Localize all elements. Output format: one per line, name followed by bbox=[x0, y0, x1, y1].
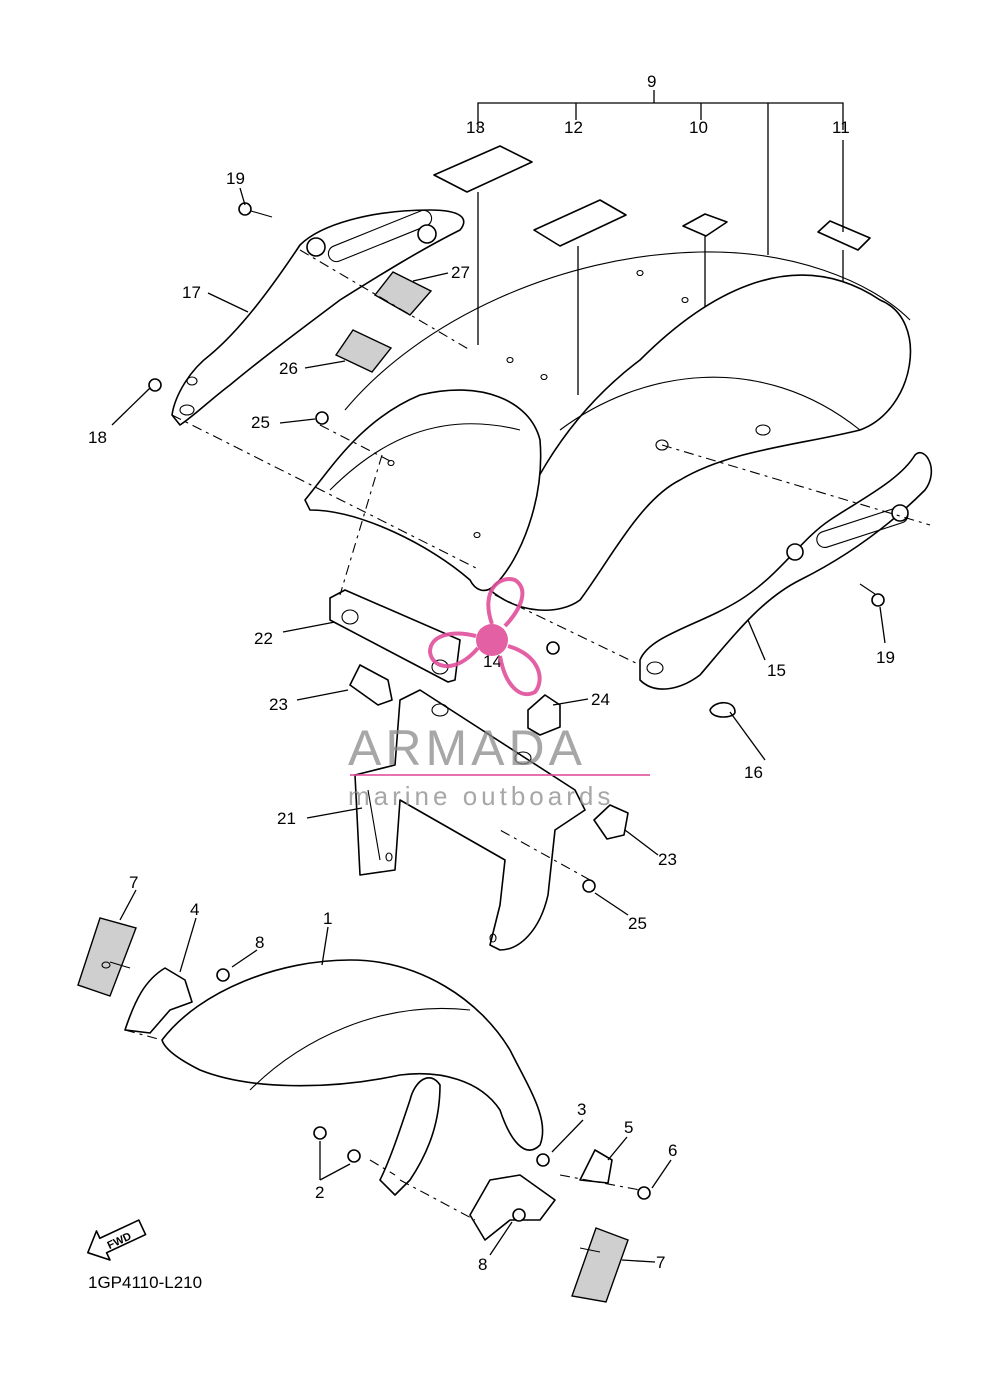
callout-23: 23 bbox=[269, 695, 288, 714]
decals bbox=[334, 140, 871, 395]
fwd-arrow: FWD bbox=[87, 1219, 147, 1261]
callout-16: 16 bbox=[744, 763, 763, 782]
side-stay-15 bbox=[639, 452, 933, 690]
callout-labels: 9 13 12 10 11 19 17 27 26 25 18 22 14 15… bbox=[88, 72, 895, 1274]
callout-1: 1 bbox=[323, 909, 332, 928]
bracket-20 bbox=[354, 689, 586, 951]
callout-11: 11 bbox=[832, 118, 850, 137]
callout-10: 10 bbox=[689, 118, 708, 137]
callout-14: 14 bbox=[483, 652, 502, 671]
callout-22: 23 bbox=[658, 850, 677, 869]
callout-25-top: 25 bbox=[251, 413, 270, 432]
fasteners bbox=[148, 202, 885, 893]
front-brackets bbox=[124, 967, 651, 1241]
rear-fender bbox=[344, 251, 912, 612]
callout-8-bottom: 8 bbox=[478, 1255, 487, 1274]
callout-12: 12 bbox=[564, 118, 583, 137]
callout-19-right: 19 bbox=[876, 648, 895, 667]
decal-12 bbox=[533, 199, 627, 247]
callout-3: 3 bbox=[577, 1100, 586, 1119]
callout-27: 27 bbox=[451, 263, 470, 282]
callout-21: 22 bbox=[254, 629, 273, 648]
side-stay-17 bbox=[171, 209, 465, 426]
callout-26: 26 bbox=[279, 359, 298, 378]
watermark-brand: ARMADA bbox=[348, 720, 586, 776]
decal-13 bbox=[433, 145, 533, 193]
callout-8-top: 8 bbox=[255, 933, 264, 952]
callout-4: 4 bbox=[190, 900, 199, 919]
callout-5: 5 bbox=[624, 1118, 633, 1137]
callout-13: 13 bbox=[466, 118, 485, 137]
dampers bbox=[349, 664, 629, 840]
decal-10 bbox=[682, 213, 728, 237]
callout-18: 18 bbox=[88, 428, 107, 447]
callout-25-bottom: 25 bbox=[628, 914, 647, 933]
callout-15: 15 bbox=[767, 661, 786, 680]
callout-7-left: 7 bbox=[129, 873, 138, 892]
watermark: ARMADA marine outboards bbox=[348, 577, 650, 811]
callout-7-right: 7 bbox=[656, 1253, 665, 1272]
diagram-code: 1GP4110-L210 bbox=[88, 1273, 202, 1292]
callout-20: 21 bbox=[277, 809, 296, 828]
decal-27 bbox=[373, 271, 433, 316]
callout-24: 24 bbox=[591, 690, 610, 709]
callout-17: 17 bbox=[182, 283, 201, 302]
decal-26 bbox=[334, 329, 393, 373]
callout-9: 9 bbox=[647, 72, 656, 91]
callout-19-top: 19 bbox=[226, 169, 245, 188]
reflectors bbox=[77, 917, 629, 1303]
propeller-logo-icon bbox=[427, 577, 542, 697]
front-fender bbox=[161, 959, 544, 1151]
leader-lines bbox=[111, 187, 886, 1263]
watermark-tagline: marine outboards bbox=[348, 781, 614, 811]
decal-11 bbox=[817, 220, 871, 251]
callout-9-bracket bbox=[477, 90, 844, 255]
callout-2: 2 bbox=[315, 1183, 324, 1202]
inner-flap bbox=[304, 389, 542, 592]
callout-6: 6 bbox=[668, 1141, 677, 1160]
